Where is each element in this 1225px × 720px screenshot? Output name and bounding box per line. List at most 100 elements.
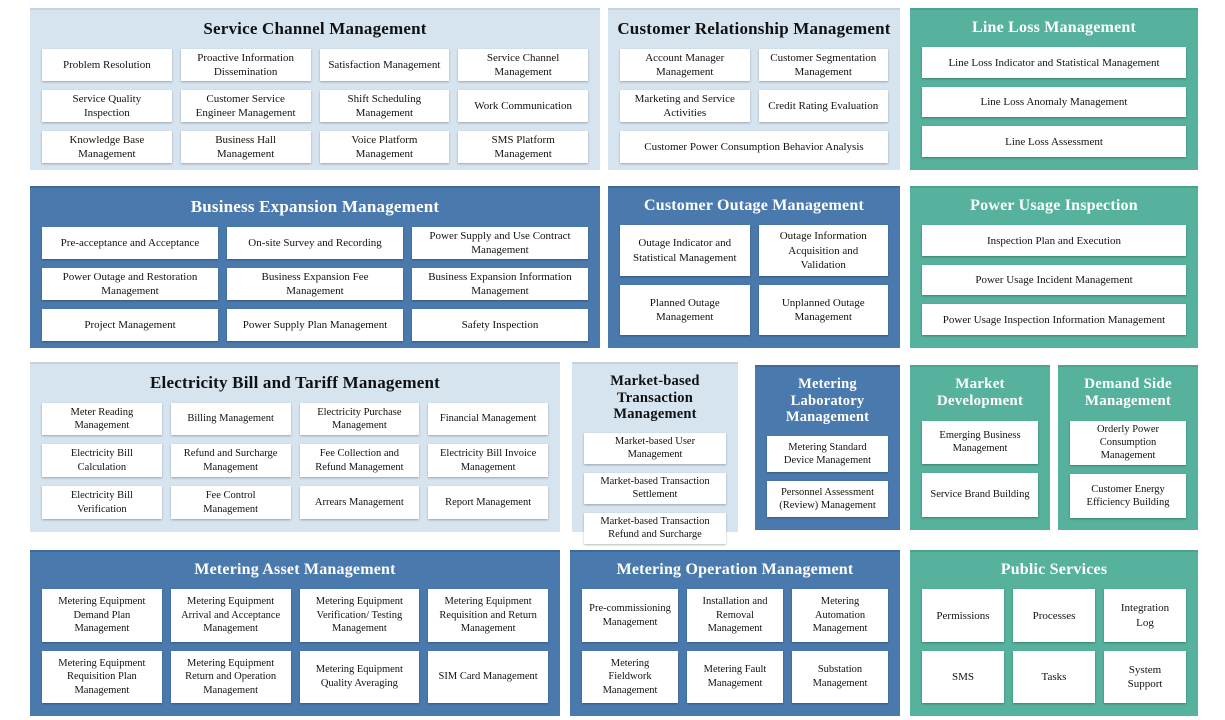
module-box: Substation Management: [792, 650, 888, 703]
module-box: Line Loss Indicator and Statistical Mana…: [922, 47, 1186, 78]
module-box: Customer Energy Efficiency Building: [1070, 473, 1186, 519]
module-box: Planned Outage Management: [620, 284, 750, 335]
module-box: Power Usage Inspection Information Manag…: [922, 304, 1186, 335]
module-box: Electricity Bill Invoice Management: [428, 444, 548, 478]
module-box: SMS: [922, 650, 1004, 703]
module-box: Meter Reading Management: [42, 402, 162, 436]
module-box: Outage Information Acquisition and Valid…: [758, 225, 888, 276]
module-box: Safety Inspection: [412, 308, 588, 342]
module-box: Service Brand Building: [922, 473, 1038, 517]
module-box: Metering Fieldwork Management: [582, 650, 678, 703]
module-box: Pre-acceptance and Acceptance: [42, 226, 218, 259]
module-box: Fee Control Management: [170, 486, 291, 519]
module-box: Metering Equipment Return and Operation …: [170, 650, 291, 703]
module-box: Satisfaction Management: [319, 48, 450, 81]
module-box: Power Usage Incident Management: [922, 264, 1186, 296]
module-box: Problem Resolution: [42, 48, 172, 81]
module-box: Knowledge Base Management: [42, 130, 172, 164]
module-box: Market-based Transaction Refund and Surc…: [584, 512, 726, 544]
panel-body-customer-outage-management: Outage Indicator and Statistical Managem…: [608, 218, 900, 348]
panel-title-electricity-bill-and-tariff-management: Electricity Bill and Tariff Management: [150, 373, 440, 392]
module-box: Line Loss Anomaly Management: [922, 86, 1186, 118]
module-box: Report Management: [428, 486, 548, 519]
module-box: Shift Scheduling Management: [319, 89, 450, 122]
module-box: Power Supply and Use Contract Management: [412, 226, 588, 259]
module-box: Outage Indicator and Statistical Managem…: [620, 225, 750, 276]
module-box: Market-based Transaction Settlement: [584, 472, 726, 504]
module-box: Power Supply Plan Management: [227, 308, 403, 342]
module-box: Work Communication: [458, 89, 588, 122]
panel-title-customer-outage-management: Customer Outage Management: [644, 197, 864, 214]
module-box: Metering Equipment Arrival and Acceptanc…: [170, 589, 291, 642]
module-box: Voice Platform Management: [319, 130, 450, 164]
module-box: Electricity Bill Verification: [42, 486, 162, 519]
panel-title-metering-laboratory-management: Metering Laboratory Management: [785, 376, 870, 426]
module-box: Pre-commissioning Management: [582, 589, 678, 642]
module-box: Metering Equipment Demand Plan Managemen…: [42, 589, 162, 642]
panel-body-metering-asset-management: Metering Equipment Demand Plan Managemen…: [30, 582, 560, 716]
panel-body-line-loss-management: Line Loss Indicator and Statistical Mana…: [910, 40, 1198, 170]
module-box: Fee Collection and Refund Management: [299, 444, 420, 478]
module-box: Installation and Removal Management: [687, 589, 783, 642]
module-box: Arrears Management: [299, 486, 420, 519]
module-box: Processes: [1013, 589, 1095, 642]
module-box: Proactive Information Dissemination: [180, 48, 311, 81]
panel-title-line-loss-management: Line Loss Management: [972, 19, 1136, 36]
module-box: Line Loss Assessment: [922, 126, 1186, 157]
module-box: Metering Equipment Requisition Plan Mana…: [42, 650, 162, 703]
module-box: Financial Management: [428, 402, 548, 436]
module-box: Account Manager Management: [620, 48, 750, 81]
module-box: Inspection Plan and Execution: [922, 225, 1186, 256]
module-box: Tasks: [1013, 650, 1095, 703]
module-box: Marketing and Service Activities: [620, 89, 750, 122]
module-box: Business Expansion Information Managemen…: [412, 267, 588, 300]
module-box: Customer Power Consumption Behavior Anal…: [620, 130, 888, 164]
module-box: Metering Fault Management: [687, 650, 783, 703]
panel-title-market-development: Market Development: [936, 376, 1024, 410]
panel-title-demand-side-management: Demand Side Management: [1084, 376, 1172, 410]
module-box: Electricity Purchase Management: [299, 402, 420, 436]
module-box: Billing Management: [170, 402, 291, 436]
module-box: SIM Card Management: [428, 650, 548, 703]
panel-title-customer-relationship-management: Customer Relationship Management: [617, 19, 891, 38]
module-box: Unplanned Outage Management: [758, 284, 888, 335]
module-box: Business Expansion Fee Management: [227, 267, 403, 300]
panel-title-market-based-transaction-management: Market-based Transaction Management: [610, 373, 700, 423]
panel-title-metering-operation-management: Metering Operation Management: [616, 561, 854, 578]
module-box: Electricity Bill Calculation: [42, 444, 162, 478]
module-box: Metering Equipment Requisition and Retur…: [428, 589, 548, 642]
module-box: Integration Log: [1104, 589, 1186, 642]
panel-title-business-expansion-management: Business Expansion Management: [190, 197, 440, 216]
module-box: Project Management: [42, 308, 218, 342]
module-box: Permissions: [922, 589, 1004, 642]
module-box: Orderly Power Consumption Management: [1070, 420, 1186, 465]
module-box: Business Hall Management: [180, 130, 311, 164]
module-box: Market-based User Management: [584, 433, 726, 464]
module-box: Refund and Surcharge Management: [170, 444, 291, 478]
panel-title-metering-asset-management: Metering Asset Management: [194, 561, 396, 578]
module-box: Metering Equipment Verification/ Testing…: [299, 589, 420, 642]
